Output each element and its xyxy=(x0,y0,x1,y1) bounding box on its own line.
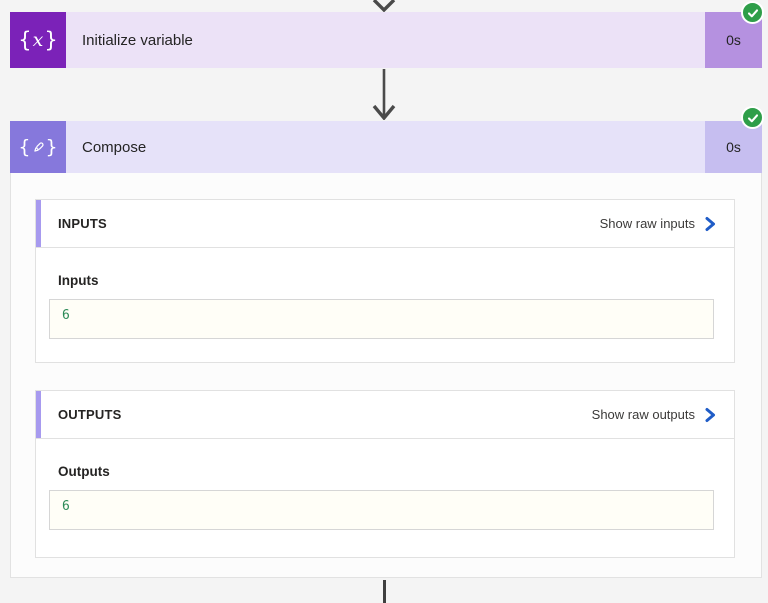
compose-braces-pencil-icon: { } xyxy=(10,121,66,173)
section-accent-bar xyxy=(36,391,41,438)
outputs-section: OUTPUTS Show raw outputs Outputs 6 xyxy=(35,390,735,558)
outputs-section-body: Outputs 6 xyxy=(36,439,734,530)
inputs-section: INPUTS Show raw inputs Inputs 6 xyxy=(35,199,735,363)
inputs-value-box: 6 xyxy=(49,299,714,339)
show-raw-inputs-link[interactable]: Show raw inputs xyxy=(600,216,716,232)
chevron-right-icon xyxy=(705,216,715,231)
outputs-field-label: Outputs xyxy=(58,464,110,479)
card-title-area: Initialize variable xyxy=(66,12,705,68)
inputs-header-label: INPUTS xyxy=(58,216,107,231)
down-arrow-icon xyxy=(371,0,397,12)
inputs-section-body: Inputs 6 xyxy=(36,248,734,339)
action-card-compose[interactable]: { } Compose 0s xyxy=(10,121,762,173)
chevron-right-icon xyxy=(705,407,715,422)
success-check-icon xyxy=(741,1,764,24)
outputs-header-label: OUTPUTS xyxy=(58,407,122,422)
card-title: Initialize variable xyxy=(82,31,193,49)
card-title: Compose xyxy=(82,138,147,156)
duration-badge: 0s xyxy=(705,121,762,173)
outputs-value-box: 6 xyxy=(49,490,714,530)
inputs-value: 6 xyxy=(62,308,70,323)
variable-braces-x-icon: {x} xyxy=(10,12,66,68)
outputs-value: 6 xyxy=(62,499,70,514)
success-check-icon xyxy=(741,106,764,129)
show-raw-outputs-link[interactable]: Show raw outputs xyxy=(592,407,716,423)
connector-line xyxy=(383,580,386,603)
inputs-section-header: INPUTS Show raw inputs xyxy=(36,200,734,248)
inputs-field-label: Inputs xyxy=(58,273,99,288)
down-arrow-icon xyxy=(371,69,397,120)
action-card-initialize-variable[interactable]: {x} Initialize variable 0s xyxy=(10,12,762,68)
section-accent-bar xyxy=(36,200,41,247)
card-title-area: Compose xyxy=(66,121,705,173)
outputs-section-header: OUTPUTS Show raw outputs xyxy=(36,391,734,439)
